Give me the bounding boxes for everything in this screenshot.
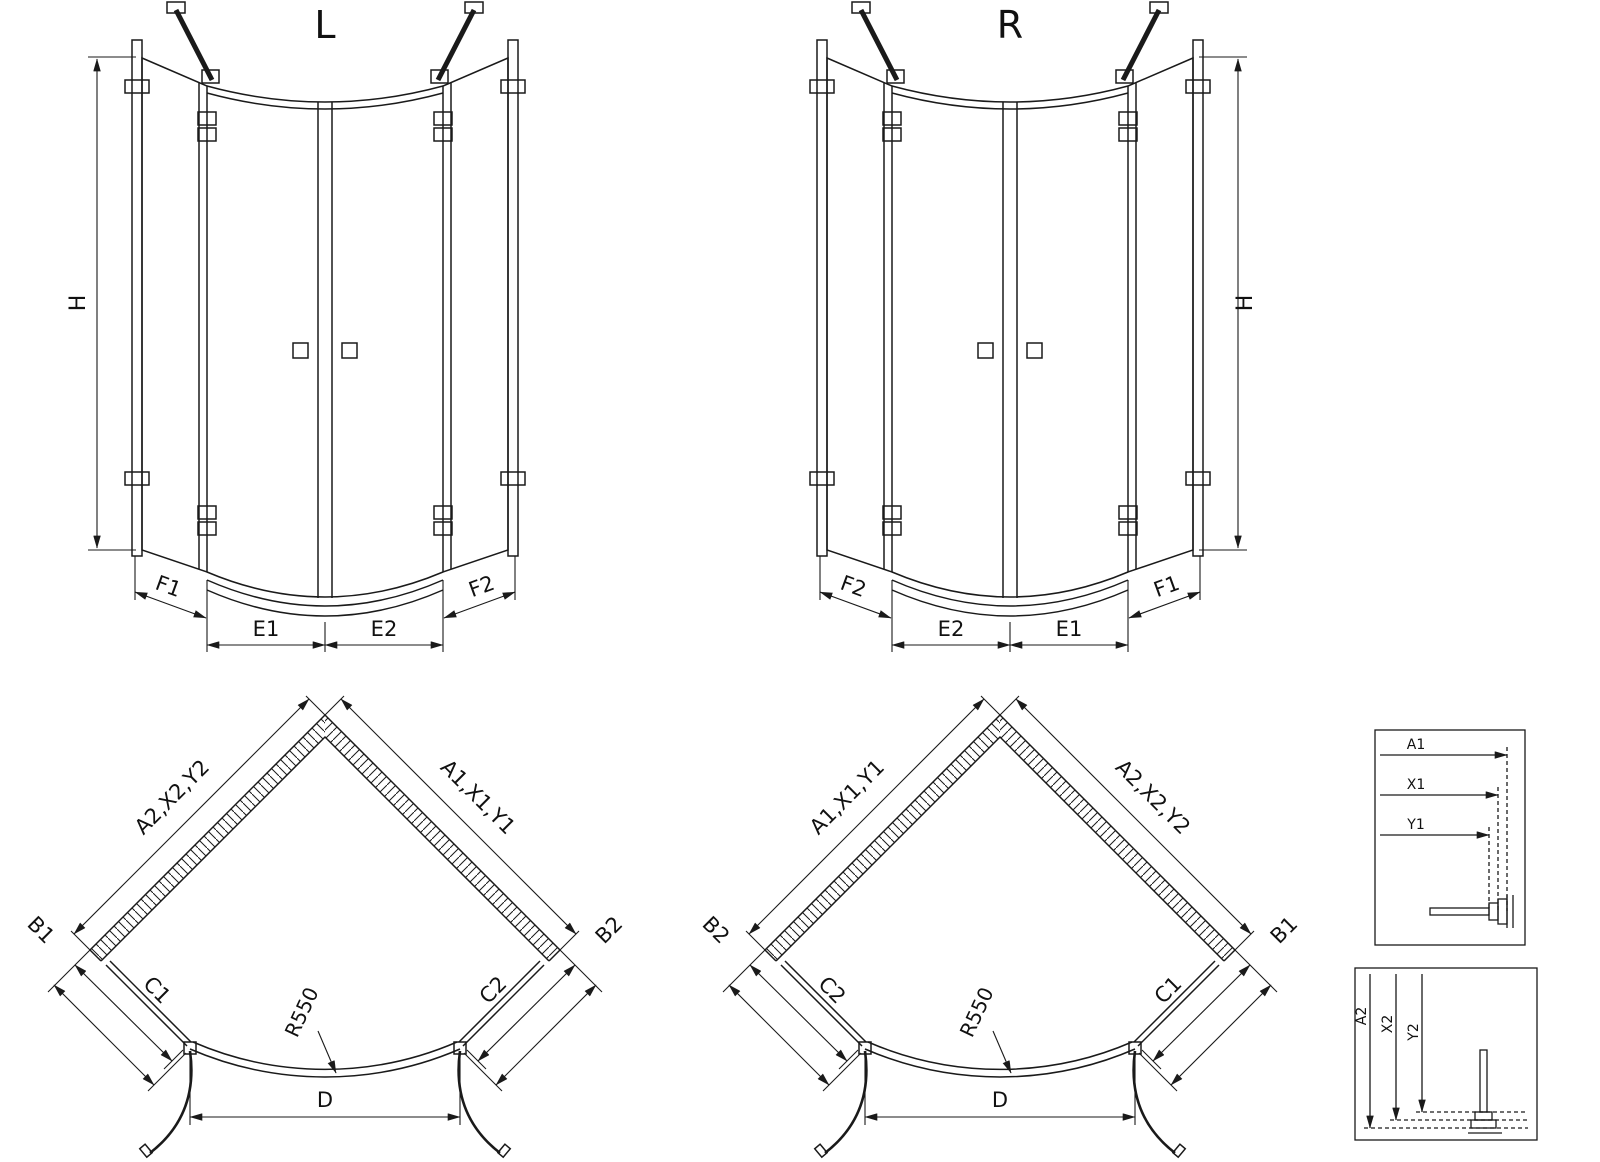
dim-label-f-left: F2 <box>837 571 869 602</box>
b-dim-label-left: B1 <box>23 912 60 949</box>
dim-label-e-left: E1 <box>253 617 280 641</box>
height-dimension-r <box>1199 56 1247 551</box>
detail-box-depth-dims: A2 X2 Y2 <box>1354 967 1538 1141</box>
dim-label-f-left: F1 <box>152 571 184 602</box>
wall-dim-label-right: A2,X2,Y2 <box>1111 755 1195 839</box>
detail-label-y2: Y2 <box>1406 1023 1422 1041</box>
b-dim-label-left: B2 <box>698 912 735 949</box>
detail-label-a2: A2 <box>1354 1007 1370 1025</box>
detail-box-width-dims: A1 X1 Y1 <box>1374 729 1526 946</box>
plan-view-r: A1,X1,Y1 A2,X2,Y2 B2 B1 C2 C1 R550 D <box>698 695 1303 1162</box>
detail-label-y1: Y1 <box>1406 817 1424 833</box>
radius-label: R550 <box>955 983 999 1040</box>
dim-label-e-left: E2 <box>938 617 965 641</box>
detail-label-x1: X1 <box>1407 777 1426 793</box>
variant-title-r: R <box>997 3 1023 47</box>
dim-label-f-right: F2 <box>466 571 498 602</box>
dim-label-e-right: E1 <box>1056 617 1083 641</box>
depth-detail-drawing <box>1354 967 1538 1141</box>
profile-section-plan <box>1429 895 1514 928</box>
dim-label-e-right: E2 <box>371 617 398 641</box>
door-width-label: D <box>317 1088 333 1112</box>
elevation-view-l: L H F1 E1 E2 F2 <box>66 0 640 690</box>
height-dim-label: H <box>66 295 91 312</box>
radius-label: R550 <box>280 983 324 1040</box>
elevation-view-r: R H F2 E2 E1 F1 <box>685 0 1258 690</box>
width-detail-drawing <box>1374 729 1526 946</box>
detail-label-a1: A1 <box>1407 737 1425 753</box>
wall-dim-label-right: A1,X1,Y1 <box>436 755 520 839</box>
wall-dim-label-left: A1,X1,Y1 <box>805 755 889 839</box>
detail-label-x2: X2 <box>1380 1015 1396 1034</box>
profile-section-plan <box>1468 1049 1502 1134</box>
height-dimension-l <box>88 56 136 551</box>
height-dim-label: H <box>1233 295 1258 312</box>
b-dim-label-right: B2 <box>591 912 628 949</box>
b-dim-label-right: B1 <box>1266 912 1303 949</box>
plan-view-l: A2,X2,Y2 A1,X1,Y1 B1 B2 C1 C2 R550 D <box>23 695 628 1162</box>
dim-label-f-right: F1 <box>1151 571 1183 602</box>
variant-title-l: L <box>314 3 335 47</box>
door-width-label: D <box>992 1088 1008 1112</box>
wall-dim-label-left: A2,X2,Y2 <box>130 755 214 839</box>
